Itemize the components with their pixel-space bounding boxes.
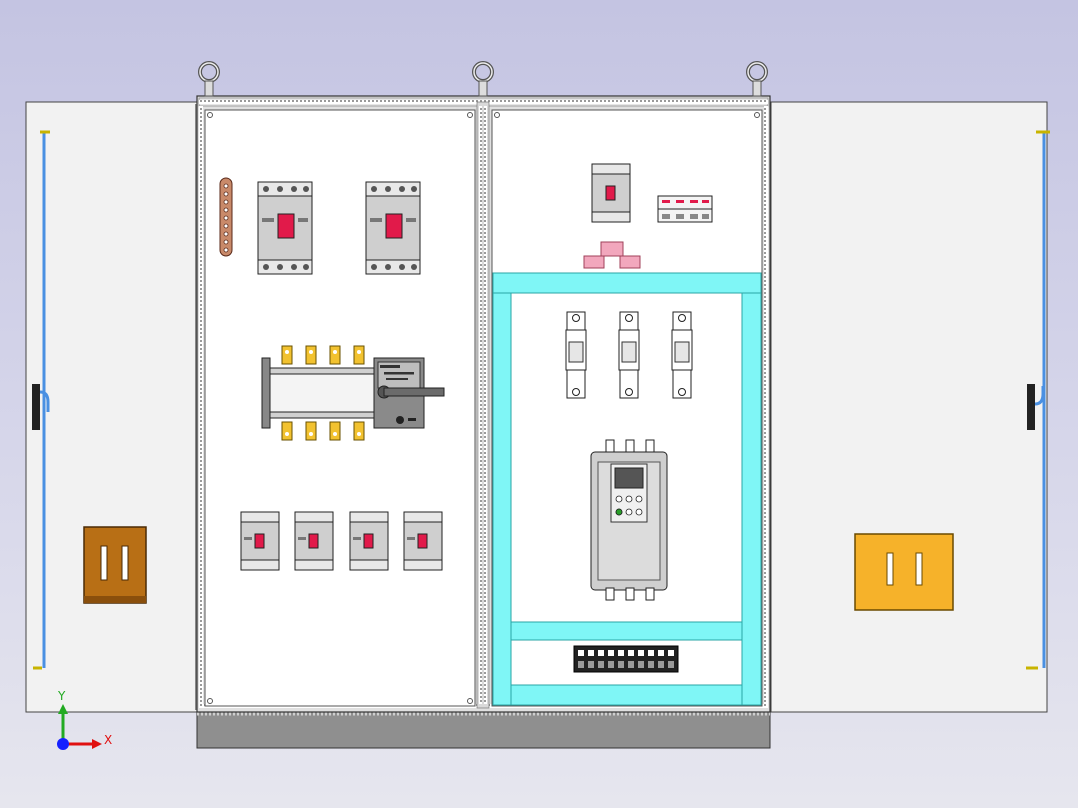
ground-busbar <box>219 177 233 257</box>
lifting-eye-center <box>472 61 494 97</box>
fuse-holder-2[interactable] <box>618 311 640 399</box>
branch-breaker-3[interactable] <box>349 511 389 571</box>
main-breaker-1[interactable] <box>257 181 313 275</box>
fuse-holder-3[interactable] <box>671 311 693 399</box>
axis-x-label: X <box>104 733 112 747</box>
right-door-handle-rod <box>1026 130 1050 670</box>
cabinet-plinth <box>196 711 771 749</box>
branch-breaker-4[interactable] <box>403 511 443 571</box>
left-door <box>25 101 199 713</box>
lifting-eye-right <box>746 61 768 97</box>
axis-y-label: Y <box>57 689 66 703</box>
fuse-holder-1[interactable] <box>565 311 587 399</box>
branch-breaker-2[interactable] <box>294 511 334 571</box>
control-breaker[interactable] <box>591 163 631 223</box>
right-door-latch[interactable] <box>854 533 954 611</box>
left-door-handle-rod <box>32 130 50 670</box>
relay-module <box>657 195 713 223</box>
main-breaker-2[interactable] <box>365 181 421 275</box>
left-door-latch[interactable] <box>83 526 147 604</box>
right-door <box>770 101 1050 713</box>
lifting-eye-left <box>198 61 220 97</box>
branch-breaker-1[interactable] <box>240 511 280 571</box>
vfd-drive[interactable] <box>590 439 668 601</box>
transfer-switch[interactable] <box>261 345 445 441</box>
terminal-strip <box>573 645 679 673</box>
axis-triad: Y X <box>57 689 112 750</box>
lifting-eyes <box>198 61 768 97</box>
vfd-display <box>614 467 644 489</box>
axis-origin <box>57 738 69 750</box>
pink-terminal-blocks <box>583 241 641 269</box>
